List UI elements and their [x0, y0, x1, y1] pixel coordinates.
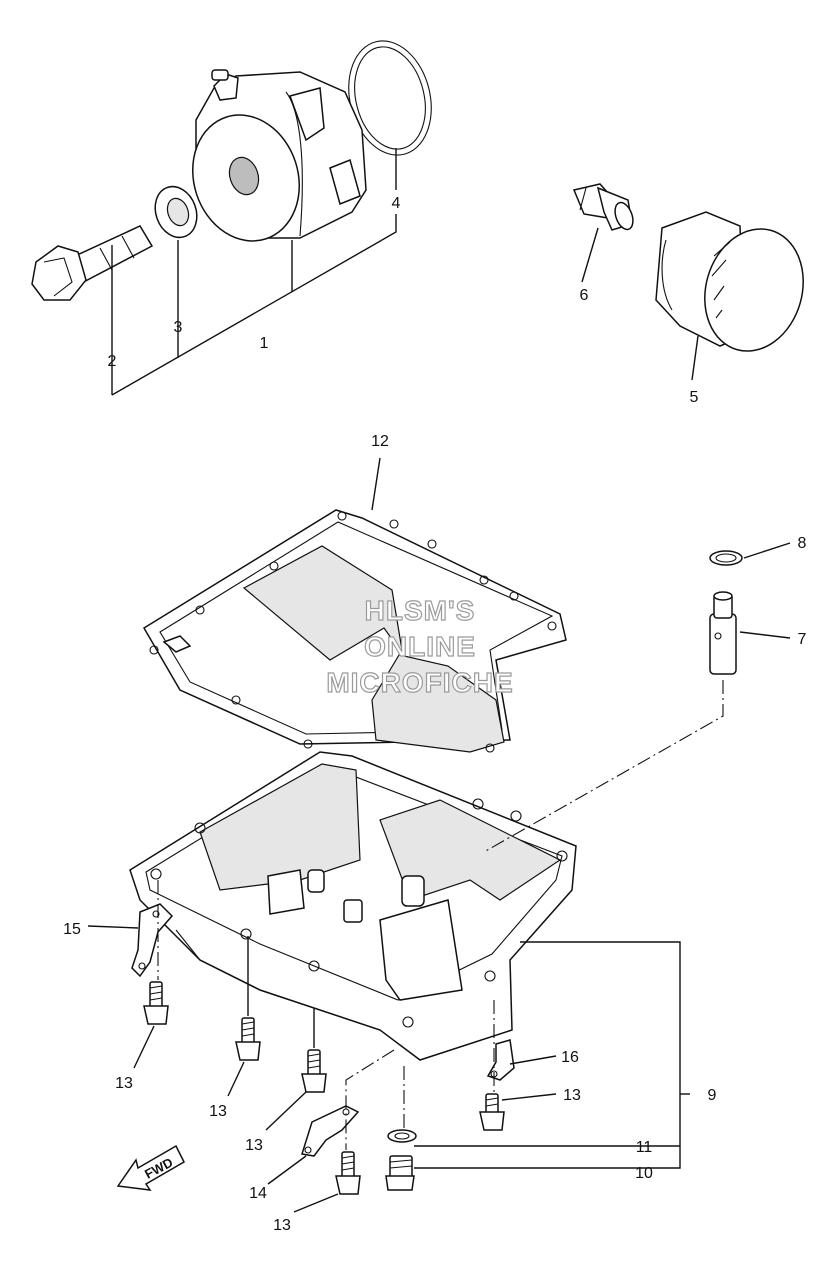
bolt-part-13e	[479, 1093, 505, 1131]
callout-4: 4	[392, 195, 401, 212]
oil-pan-part-9	[129, 751, 577, 1061]
oil-cooler-part-1	[191, 69, 367, 242]
callout-7: 7	[798, 631, 807, 648]
bolt-part-13a	[143, 981, 169, 1025]
bolt-part-13c	[301, 1049, 327, 1093]
callout-13d: 13	[273, 1217, 291, 1234]
bolt-part-13d	[335, 1151, 361, 1195]
callout-2: 2	[108, 353, 117, 370]
washer-part-3	[154, 185, 198, 239]
callout-13b: 13	[209, 1103, 227, 1120]
oil-cooler-group	[31, 40, 432, 396]
callout-15: 15	[63, 921, 81, 938]
callout-3: 3	[174, 319, 183, 336]
callout-16: 16	[561, 1049, 579, 1066]
callout-9: 9	[708, 1087, 717, 1104]
watermark: HLSM'S ONLINE MICROFICHE	[326, 594, 514, 698]
bracket-part-15	[131, 903, 174, 978]
callout-labels: 1 2 3 4 5 6 7 8 9 10 11 12 13 13 13 13 1…	[63, 195, 806, 1234]
callout-11: 11	[636, 1139, 653, 1156]
callout-13a: 13	[115, 1075, 133, 1092]
oil-pan-gasket-part-12	[142, 509, 567, 753]
callout-5: 5	[690, 389, 699, 406]
drain-plug-part-10	[385, 1155, 415, 1191]
bracket-part-14	[301, 1105, 360, 1157]
callout-6: 6	[580, 287, 589, 304]
bracket-part-16	[486, 1039, 515, 1081]
bolt-part-13b	[235, 1017, 261, 1061]
oil-pipe-part-7	[709, 591, 737, 675]
callout-12: 12	[371, 433, 389, 450]
callout-8: 8	[798, 535, 807, 552]
washer-part-11	[387, 1129, 417, 1143]
oil-filter-group	[572, 183, 804, 381]
watermark-line-3: MICROFICHE	[326, 667, 513, 698]
watermark-line-2: ONLINE	[364, 631, 476, 662]
o-ring-part-8	[709, 550, 743, 566]
fwd-label: FWD	[142, 1155, 175, 1182]
callout-14: 14	[249, 1185, 267, 1202]
callout-13c: 13	[245, 1137, 263, 1154]
union-bolt-part-2	[31, 225, 154, 301]
oil-filter-part-5	[655, 211, 804, 352]
union-bolt-part-6	[572, 183, 634, 231]
forward-direction-arrow: FWD	[116, 1144, 185, 1191]
callout-1: 1	[260, 335, 269, 352]
callout-13e: 13	[563, 1087, 581, 1104]
callout-10: 10	[635, 1165, 653, 1182]
watermark-line-1: HLSM'S	[365, 595, 476, 626]
